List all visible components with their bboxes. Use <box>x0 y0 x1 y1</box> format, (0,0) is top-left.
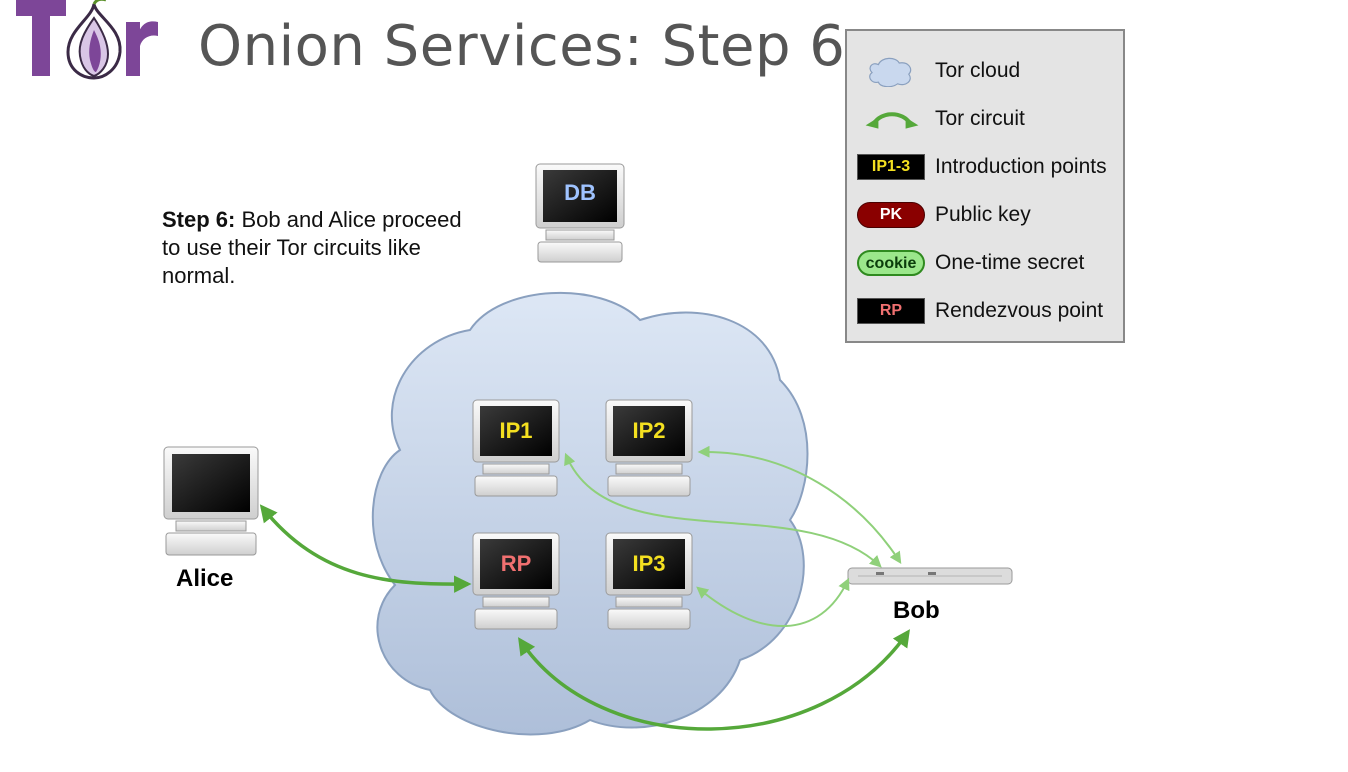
legend-item-one-time-secret: cookie One-time secret <box>847 243 1123 283</box>
pk-chip: PK <box>857 202 925 228</box>
circuit-arrow-icon <box>865 112 919 129</box>
db-computer: DB <box>535 163 625 263</box>
circuit-rp-bob <box>518 629 910 731</box>
legend-item-tor-cloud: Tor cloud <box>847 51 1123 91</box>
tor-logo <box>16 0 158 80</box>
ip3-computer: IP3 <box>605 532 693 630</box>
legend-item-intro-points: IP1-3 Introduction points <box>847 147 1123 187</box>
ip2-computer: IP2 <box>605 399 693 497</box>
ip1-computer: IP1 <box>472 399 560 497</box>
legend-label: Introduction points <box>935 155 1107 178</box>
ip-chip: IP1-3 <box>857 154 925 180</box>
circuit-ip3-bob <box>696 577 850 628</box>
rp-computer: RP <box>472 532 560 630</box>
tor-cloud <box>371 291 809 736</box>
alice-label: Alice <box>176 565 234 592</box>
legend-item-rendezvous: RP Rendezvous point <box>847 291 1123 331</box>
legend-item-public-key: PK Public key <box>847 195 1123 235</box>
db-label: DB <box>564 180 596 205</box>
legend-label: Public key <box>935 203 1031 226</box>
bob-label: Bob <box>893 597 940 624</box>
alice-computer <box>163 446 259 556</box>
rp-label: RP <box>501 551 532 576</box>
ip3-label: IP3 <box>632 551 665 576</box>
circuit-alice-rp <box>259 504 472 593</box>
cloud-icon <box>869 57 912 87</box>
rp-chip: RP <box>857 298 925 324</box>
legend-label: Tor cloud <box>935 59 1021 82</box>
ip1-label: IP1 <box>499 418 532 443</box>
step-description: Step 6: Bob and Alice proceed to use the… <box>162 206 462 290</box>
legend-label: Tor circuit <box>935 107 1025 130</box>
step-label: Step 6: <box>162 207 236 232</box>
cookie-chip: cookie <box>857 250 925 276</box>
legend-label: One-time secret <box>935 251 1085 274</box>
legend: Tor cloud Tor circuit IP1-3 Introduction… <box>845 29 1125 343</box>
step-body: Bob and Alice proceed to use their Tor c… <box>162 207 462 288</box>
legend-item-tor-circuit: Tor circuit <box>847 99 1123 139</box>
circuit-ip2-bob <box>697 445 902 565</box>
legend-label: Rendezvous point <box>935 299 1104 322</box>
page-title: Onion Services: Step 6 <box>198 14 846 79</box>
ip2-label: IP2 <box>632 418 665 443</box>
bob-server <box>847 567 1013 585</box>
